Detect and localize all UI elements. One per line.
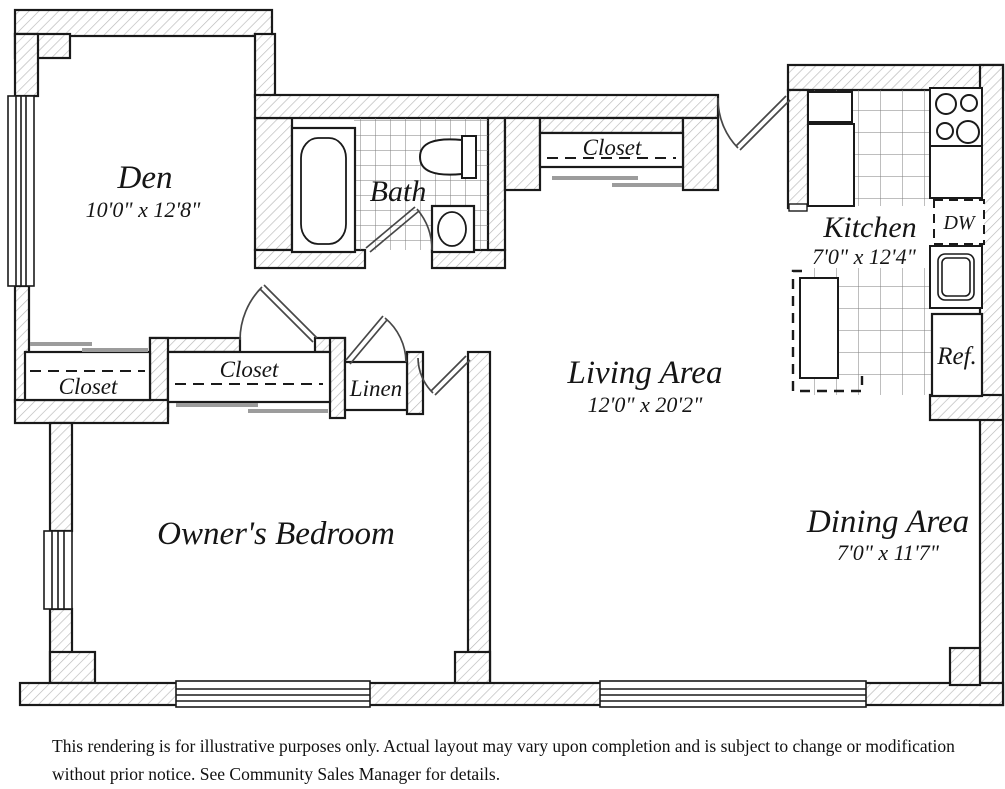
dining-dims: 7'0" x 11'7" <box>837 540 940 565</box>
door-arc <box>239 286 263 341</box>
floor-plan-svg: DW Ref. Close <box>7 8 1005 708</box>
window-bedroom-bottom <box>175 680 371 708</box>
bathroom <box>290 118 488 254</box>
bathtub <box>290 126 357 254</box>
linen-closet: Linen <box>343 360 409 412</box>
wall-segment <box>786 88 810 210</box>
den-closet: Closet <box>23 342 152 402</box>
window-bedroom-left <box>43 530 73 610</box>
dishwasher-label: DW <box>942 212 976 234</box>
wall-segment <box>503 116 542 192</box>
door-leaf <box>430 355 467 392</box>
den-dims: 10'0" x 12'8" <box>86 197 201 222</box>
closet-box <box>166 350 332 404</box>
wall-segment <box>13 8 274 38</box>
room-labels: Den 10'0" x 12'8" Bath Kitchen 7'0" x 12… <box>86 160 969 565</box>
door-leaf <box>365 206 416 249</box>
floor-plan: DW Ref. Close <box>7 8 1005 708</box>
wall-segment <box>681 116 720 192</box>
door-leaf <box>369 210 420 253</box>
counter-below-stove <box>929 145 983 199</box>
kitchen-dims: 7'0" x 12'4" <box>812 244 916 269</box>
entry-closet-label: Closet <box>583 135 642 160</box>
door-leaf <box>349 319 388 365</box>
linen-closet-label: Linen <box>349 376 402 401</box>
door-leaf <box>259 288 314 343</box>
dishwasher: DW <box>933 199 985 245</box>
den-label: Den <box>117 160 173 196</box>
kitchen-sink <box>929 245 983 309</box>
wall-segment <box>453 650 492 687</box>
den-door <box>239 284 318 343</box>
kitchen-label-backdrop <box>802 206 938 268</box>
kitchen-label: Kitchen <box>822 211 916 244</box>
door-leaf <box>735 95 787 147</box>
wall-segment <box>253 116 294 252</box>
door-leaf <box>345 315 384 361</box>
wall-end-cap <box>788 203 808 212</box>
bath-sink <box>430 204 476 254</box>
bedroom-closet-label: Closet <box>220 357 279 382</box>
doors <box>239 95 791 396</box>
refrigerator: Ref. <box>930 312 984 398</box>
closet-box <box>343 360 409 412</box>
door-leaf <box>263 284 318 339</box>
disclaimer-text: This rendering is for illustrative purpo… <box>52 736 955 785</box>
entry-door <box>717 95 791 151</box>
door-leaf <box>434 359 471 396</box>
kitchen-area: DW Ref. <box>788 87 985 398</box>
linen-door <box>345 315 407 365</box>
wall-segment <box>13 398 170 425</box>
closet-box <box>538 131 685 169</box>
refrigerator-label: Ref. <box>936 343 977 370</box>
wall-segment <box>948 646 982 687</box>
bedroom-closet: Closet <box>166 350 332 413</box>
wall-segment <box>328 336 347 420</box>
bedroom-door <box>417 355 471 396</box>
kitchen-counter <box>807 91 855 207</box>
wall-segment <box>538 116 685 135</box>
wall-segment <box>486 116 507 252</box>
bath-door <box>365 206 433 253</box>
wall-segment <box>253 32 277 99</box>
wall-segment <box>978 63 1005 707</box>
wall-segment <box>48 650 97 685</box>
den-closet-label: Closet <box>59 374 118 399</box>
wall-segment <box>48 421 74 533</box>
door-leaf <box>739 99 791 151</box>
bedroom-label: Owner's Bedroom <box>157 516 395 552</box>
wall-segment <box>253 93 720 120</box>
living-label: Living Area <box>567 355 723 391</box>
wall-segment <box>786 63 1005 92</box>
window-living-bottom <box>599 680 867 708</box>
wall-segment <box>13 32 40 98</box>
wall-segment <box>466 350 492 685</box>
closet-box <box>23 350 152 402</box>
stove <box>929 87 983 147</box>
toilet <box>418 135 477 179</box>
window-den-left <box>7 95 35 287</box>
living-dims: 12'0" x 20'2" <box>588 392 703 417</box>
wall-segment <box>405 350 425 416</box>
dining-label: Dining Area <box>806 504 969 540</box>
bath-label: Bath <box>370 175 427 208</box>
door-arc <box>717 97 739 149</box>
door-arc <box>384 317 407 363</box>
kitchen-island-optional <box>791 269 864 393</box>
wall-segment <box>928 393 1005 422</box>
windows <box>7 95 867 708</box>
entry-closet: Closet <box>538 131 685 187</box>
